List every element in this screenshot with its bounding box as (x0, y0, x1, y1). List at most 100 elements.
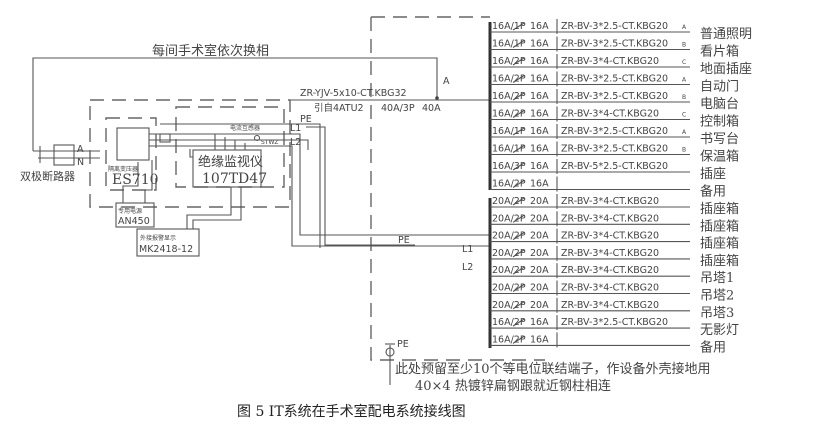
cable-spec: ZR-BV-3*4-CT.KBG20 (561, 248, 659, 259)
figure-caption: 图 5 IT系统在手术室配电系统接线图 (237, 403, 466, 420)
phase-label: C (682, 112, 686, 119)
monitor-feed-wires (214, 134, 246, 150)
power-supply-label: 专用电源 (118, 207, 142, 215)
cable-spec: ZR-BV-3*2.5-CT.KBG20 (561, 144, 668, 155)
terminal-a-label: A (77, 144, 84, 155)
load-name: 插座箱 (700, 201, 739, 217)
l2-label: L2 (462, 262, 473, 273)
breaker-contact-icon (512, 92, 525, 101)
breaker-rating: 16A/1P (492, 39, 526, 50)
power-supply-box (115, 202, 155, 228)
breaker-rating: 16A/2P (492, 317, 526, 328)
cable-spec: ZR-BV-3*2.5-CT.KBG20 (561, 74, 668, 85)
load-name: 电脑台 (700, 97, 739, 112)
isolation-transformer-box (116, 127, 150, 161)
pe-wire (306, 126, 415, 246)
transformer-model: ES710 (112, 172, 159, 188)
circuit-rating: 20A (530, 283, 549, 294)
pe-label: PE (398, 235, 410, 246)
terminal-block (159, 133, 171, 143)
breaker-rating: 20A/2P (492, 231, 526, 242)
transformer-group (105, 117, 157, 191)
circuit-rating: 20A (530, 248, 549, 259)
cable-spec: ZR-BV-3*2.5-CT.KBG20 (561, 21, 668, 32)
breaker-contact-icon (512, 266, 525, 275)
power-supply-wires (122, 160, 153, 203)
l1-label-top: L1 (290, 123, 301, 134)
l2-label-top: L2 (290, 137, 301, 148)
breaker-rating: 16A/2P (492, 179, 526, 190)
circuit-rating: 16A (530, 161, 549, 172)
breaker-label: 双极断路器 (20, 169, 75, 183)
phase-label: C (682, 59, 686, 66)
breaker-rating: 20A/2P (492, 300, 526, 311)
wire-b (149, 139, 309, 150)
load-name: 控制箱 (700, 114, 739, 130)
circuit-rating: 16A (530, 109, 549, 120)
note-line-1: 此处预留至少10个等电位联结端子，作设备外壳接地用 (395, 361, 711, 377)
circuit-rating: 20A (530, 231, 549, 242)
note-line-2: 40×4 热镀锌扁钢跟就近钢柱相连 (415, 378, 611, 394)
double-pole-breaker (53, 144, 75, 166)
terminal-n-label: N (77, 157, 84, 168)
cable-spec: ZR-BV-3*4-CT.KBG20 (561, 196, 659, 207)
ct-model: STWZ (261, 139, 279, 146)
breaker-rating: 20A/2P (492, 265, 526, 276)
breaker-rating: 20A/2P (492, 213, 526, 224)
load-name: 插座箱 (700, 253, 739, 269)
cable-spec: ZR-BV-3*4-CT.KBG20 (561, 109, 659, 120)
load-name: 自动门 (700, 80, 739, 95)
breaker-rating: 20A/2P (492, 196, 526, 207)
cable-spec: ZR-BV-3*4-CT.KBG20 (561, 213, 659, 224)
breaker-contact-icon (512, 214, 525, 223)
l2-wire (149, 145, 490, 247)
cable-spec: ZR-BV-3*2.5-CT.KBG20 (561, 39, 668, 50)
alarm-wires (186, 187, 242, 229)
phase-label: A (682, 129, 687, 136)
circuit-rating: 20A (530, 300, 549, 311)
breaker-rating: 16A/2P (492, 91, 526, 102)
cable-spec: ZR-BV-3*4-CT.KBG20 (561, 283, 659, 294)
breaker-rating: 16A/2P (492, 56, 526, 67)
pe-label-top: PE (300, 114, 312, 125)
phase-label: B (682, 42, 686, 49)
phase-label: A (682, 24, 687, 31)
phase-label: B (682, 94, 686, 101)
load-name: 看片箱 (700, 44, 739, 60)
phase-label: B (682, 147, 686, 154)
panel-border (370, 17, 490, 361)
phase-loop-wire (32, 57, 438, 151)
breaker-rating: 16A/1P (492, 21, 526, 32)
breaker-contact-icon (512, 284, 525, 292)
breaker-contact-icon (512, 127, 525, 136)
phase-label: A (682, 77, 687, 84)
feeder-source-label: 引自4ATU2 (314, 102, 364, 114)
junction-dot (435, 96, 439, 100)
cable-spec: ZR-BV-5*2.5-CT.KBG20 (561, 161, 668, 172)
breaker-contact-icon (512, 301, 525, 310)
cable-spec: ZR-BV-3*2.5-CT.KBG20 (561, 317, 668, 328)
circuit-rating: 16A (530, 21, 549, 32)
monitor-wire (189, 149, 193, 158)
l1-wire (149, 133, 490, 236)
load-name: 保温箱 (700, 149, 739, 165)
cable-spec: ZR-BV-3*2.5-CT.KBG20 (561, 91, 668, 102)
load-name: 插座箱 (700, 218, 739, 234)
alarm-label: 外接报警显示 (140, 234, 176, 242)
breaker-rating: 20A/2P (492, 283, 526, 294)
feeder-cable-label: ZR-YJV-5x10-CT.KBG32 (300, 88, 407, 99)
